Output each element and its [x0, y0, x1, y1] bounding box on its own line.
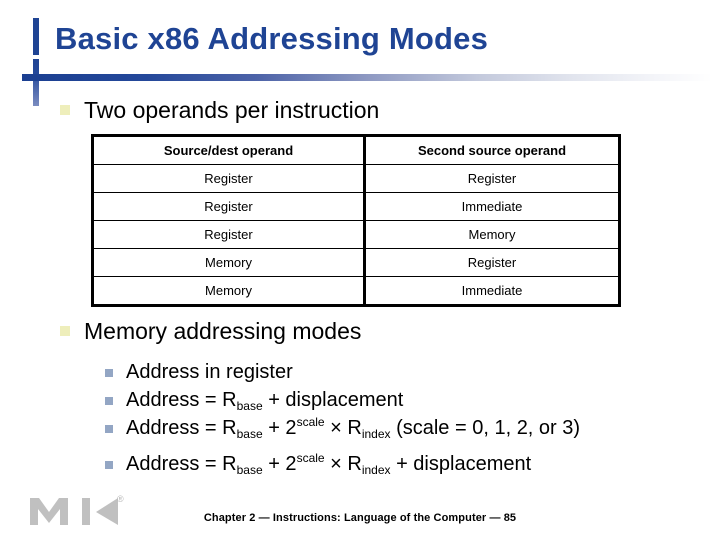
bullet-memory-addressing-modes: Memory addressing modes: [60, 317, 710, 345]
table-cell-source-dest: Register: [92, 220, 366, 249]
bullet-memory-modes-label: Memory addressing modes: [84, 318, 362, 344]
addressing-mode-item: Address = Rbase + displacement: [105, 388, 715, 415]
title-accent-bar-upper: [33, 18, 39, 55]
table-cell-second-source: Register: [364, 164, 620, 193]
addressing-mode-item: Address = Rbase + 2scale × Rindex + disp…: [105, 451, 715, 479]
sub-bullet-square-icon: [105, 397, 113, 405]
table-header-row: Source/dest operand Second source operan…: [92, 135, 620, 165]
morgan-kaufmann-logo: [30, 498, 118, 525]
title-accent-bar-lower: [33, 59, 39, 106]
bullet-square-icon: [60, 326, 70, 336]
addressing-mode-item: Address in register: [105, 360, 715, 385]
bullet-two-operands-label: Two operands per instruction: [84, 97, 380, 123]
table-cell-source-dest: Register: [92, 192, 366, 221]
registered-trademark-icon: ®: [117, 494, 124, 504]
bullet-two-operands: Two operands per instruction: [60, 96, 710, 124]
sub-bullet-square-icon: [105, 369, 113, 377]
table-cell-second-source: Register: [364, 248, 620, 277]
bullet-square-icon: [60, 105, 70, 115]
sub-bullet-square-icon: [105, 461, 113, 469]
table-row: Memory Register: [92, 248, 620, 277]
table-header-second-source: Second source operand: [364, 135, 620, 165]
addressing-mode-label: Address in register: [126, 361, 293, 383]
sub-bullet-square-icon: [105, 425, 113, 433]
table-row: Register Register: [92, 164, 620, 193]
addressing-mode-item: Address = Rbase + 2scale × Rindex (scale…: [105, 415, 715, 443]
table-cell-source-dest: Memory: [92, 276, 366, 306]
table-cell-second-source: Immediate: [364, 276, 620, 306]
title-underline-gradient: [22, 74, 712, 81]
page-title: Basic x86 Addressing Modes: [55, 21, 489, 56]
table-cell-source-dest: Memory: [92, 248, 366, 277]
footer-chapter-label: Chapter 2 — Instructions: Language of th…: [203, 512, 517, 524]
table-row: Register Immediate: [92, 192, 620, 221]
addressing-mode-label: Address = Rbase + 2scale × Rindex + disp…: [126, 451, 532, 477]
operand-table: Source/dest operand Second source operan…: [91, 134, 621, 307]
table-cell-second-source: Immediate: [364, 192, 620, 221]
table-row: Memory Immediate: [92, 276, 620, 306]
table-row: Register Memory: [92, 220, 620, 249]
table-header-source-dest: Source/dest operand: [92, 135, 366, 165]
table-cell-second-source: Memory: [364, 220, 620, 249]
addressing-mode-label: Address = Rbase + displacement: [126, 389, 404, 413]
table-cell-source-dest: Register: [92, 164, 366, 193]
addressing-mode-label: Address = Rbase + 2scale × Rindex (scale…: [126, 415, 581, 441]
